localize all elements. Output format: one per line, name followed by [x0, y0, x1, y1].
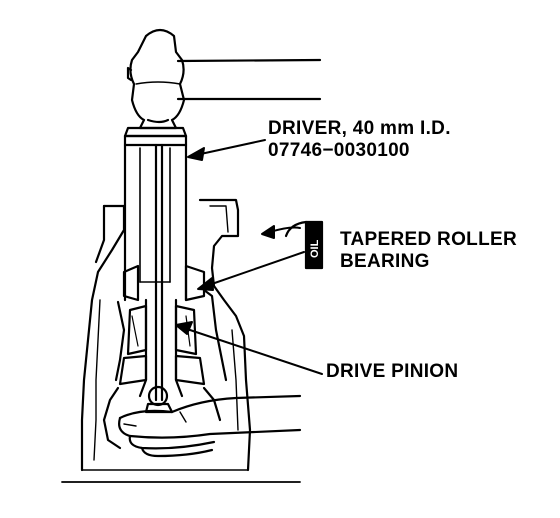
supporting-hand — [118, 394, 302, 458]
driver-callout: DRIVER, 40 mm I.D. 07746−0030100 — [268, 118, 451, 162]
bearing-callout: TAPERED ROLLER BEARING — [340, 229, 517, 273]
driver-part-number: 07746−0030100 — [268, 140, 410, 161]
bearing-label-line1: TAPERED ROLLER — [340, 229, 517, 250]
driver-arrowhead — [187, 147, 205, 161]
drive-pinion-callout: DRIVE PINION — [326, 361, 459, 382]
bearing-leader — [205, 251, 305, 287]
differential-housing — [61, 198, 301, 483]
driver-tool — [123, 126, 188, 402]
oil-tag — [284, 220, 324, 270]
drive-pinion-tip — [144, 385, 174, 414]
leader-lines — [175, 139, 323, 375]
hammer — [126, 28, 322, 130]
driver-name-label: DRIVER, 40 mm I.D. — [268, 118, 451, 139]
driver-leader — [195, 139, 266, 156]
bearing-arrowhead — [197, 277, 214, 291]
pinion-leader — [183, 327, 323, 375]
oil-tag-text: OIL — [309, 239, 321, 258]
pinion-arrowhead — [175, 321, 193, 335]
bearing-label-line2: BEARING — [340, 251, 430, 272]
